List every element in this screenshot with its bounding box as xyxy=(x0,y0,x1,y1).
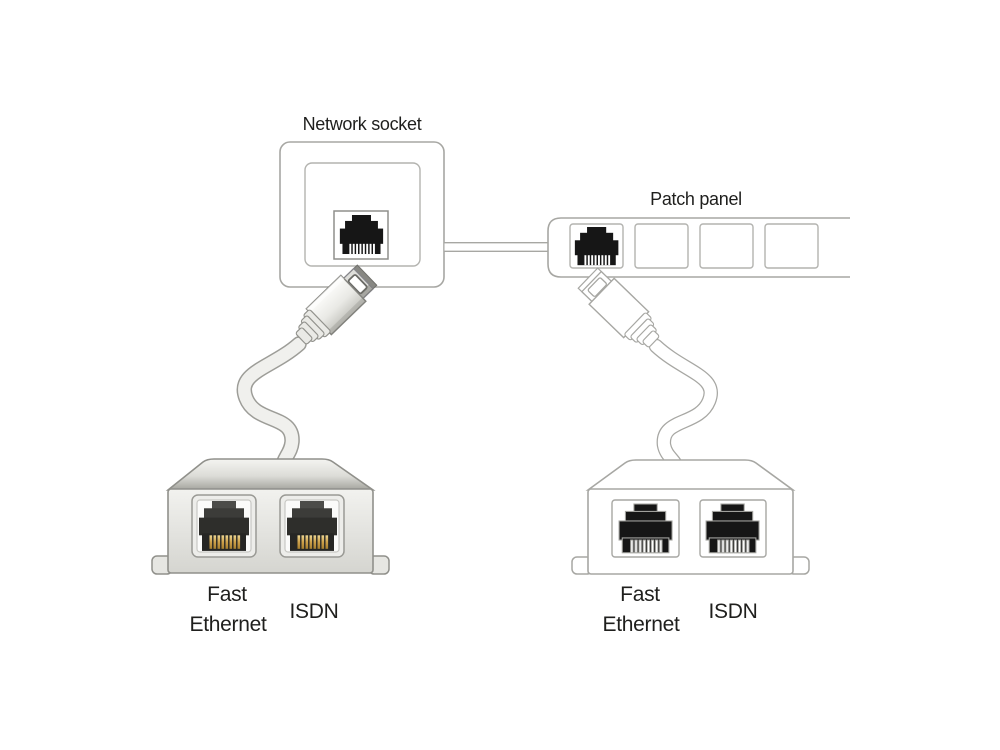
adapter-right-port-isdn xyxy=(699,499,767,558)
adapter-left-fast-ethernet-label-line1: Fast xyxy=(207,583,247,606)
adapter-right-fast-ethernet-label-line1: Fast xyxy=(620,583,660,606)
rj45-jack-icon xyxy=(199,501,249,551)
adapter-right-port-fast-ethernet xyxy=(611,499,680,558)
splitter-adapter-left xyxy=(151,458,390,575)
rj45-jack-icon xyxy=(287,501,337,551)
adapter-left-top xyxy=(165,458,376,491)
adapter-left-fast-ethernet-label-line2: Ethernet xyxy=(190,613,267,636)
patch-panel-port-4 xyxy=(764,223,819,269)
adapter-left-isdn-label: ISDN xyxy=(290,600,339,623)
right-rj45-plug xyxy=(577,267,660,348)
rj45-jack-icon xyxy=(618,503,673,554)
splitter-adapter-right xyxy=(571,459,810,575)
adapter-left-port-fast-ethernet xyxy=(191,494,257,558)
adapter-left-port-isdn xyxy=(279,494,345,558)
right-patch-cable xyxy=(648,338,718,475)
patch-panel xyxy=(547,217,850,278)
network-socket xyxy=(279,141,445,288)
adapter-right-isdn-label: ISDN xyxy=(709,600,758,623)
patch-panel-port-3 xyxy=(699,223,754,269)
network-socket-label: Network socket xyxy=(303,114,422,134)
left-patch-cable xyxy=(236,336,307,476)
adapter-right-top xyxy=(585,459,796,491)
patch-panel-port-2 xyxy=(634,223,689,269)
adapter-right-fast-ethernet-label-line2: Ethernet xyxy=(603,613,680,636)
patch-panel-label: Patch panel xyxy=(650,189,742,209)
socket-to-panel-cable xyxy=(444,242,549,252)
rj45-jack-icon xyxy=(705,503,760,554)
left-rj45-plug xyxy=(295,264,378,345)
